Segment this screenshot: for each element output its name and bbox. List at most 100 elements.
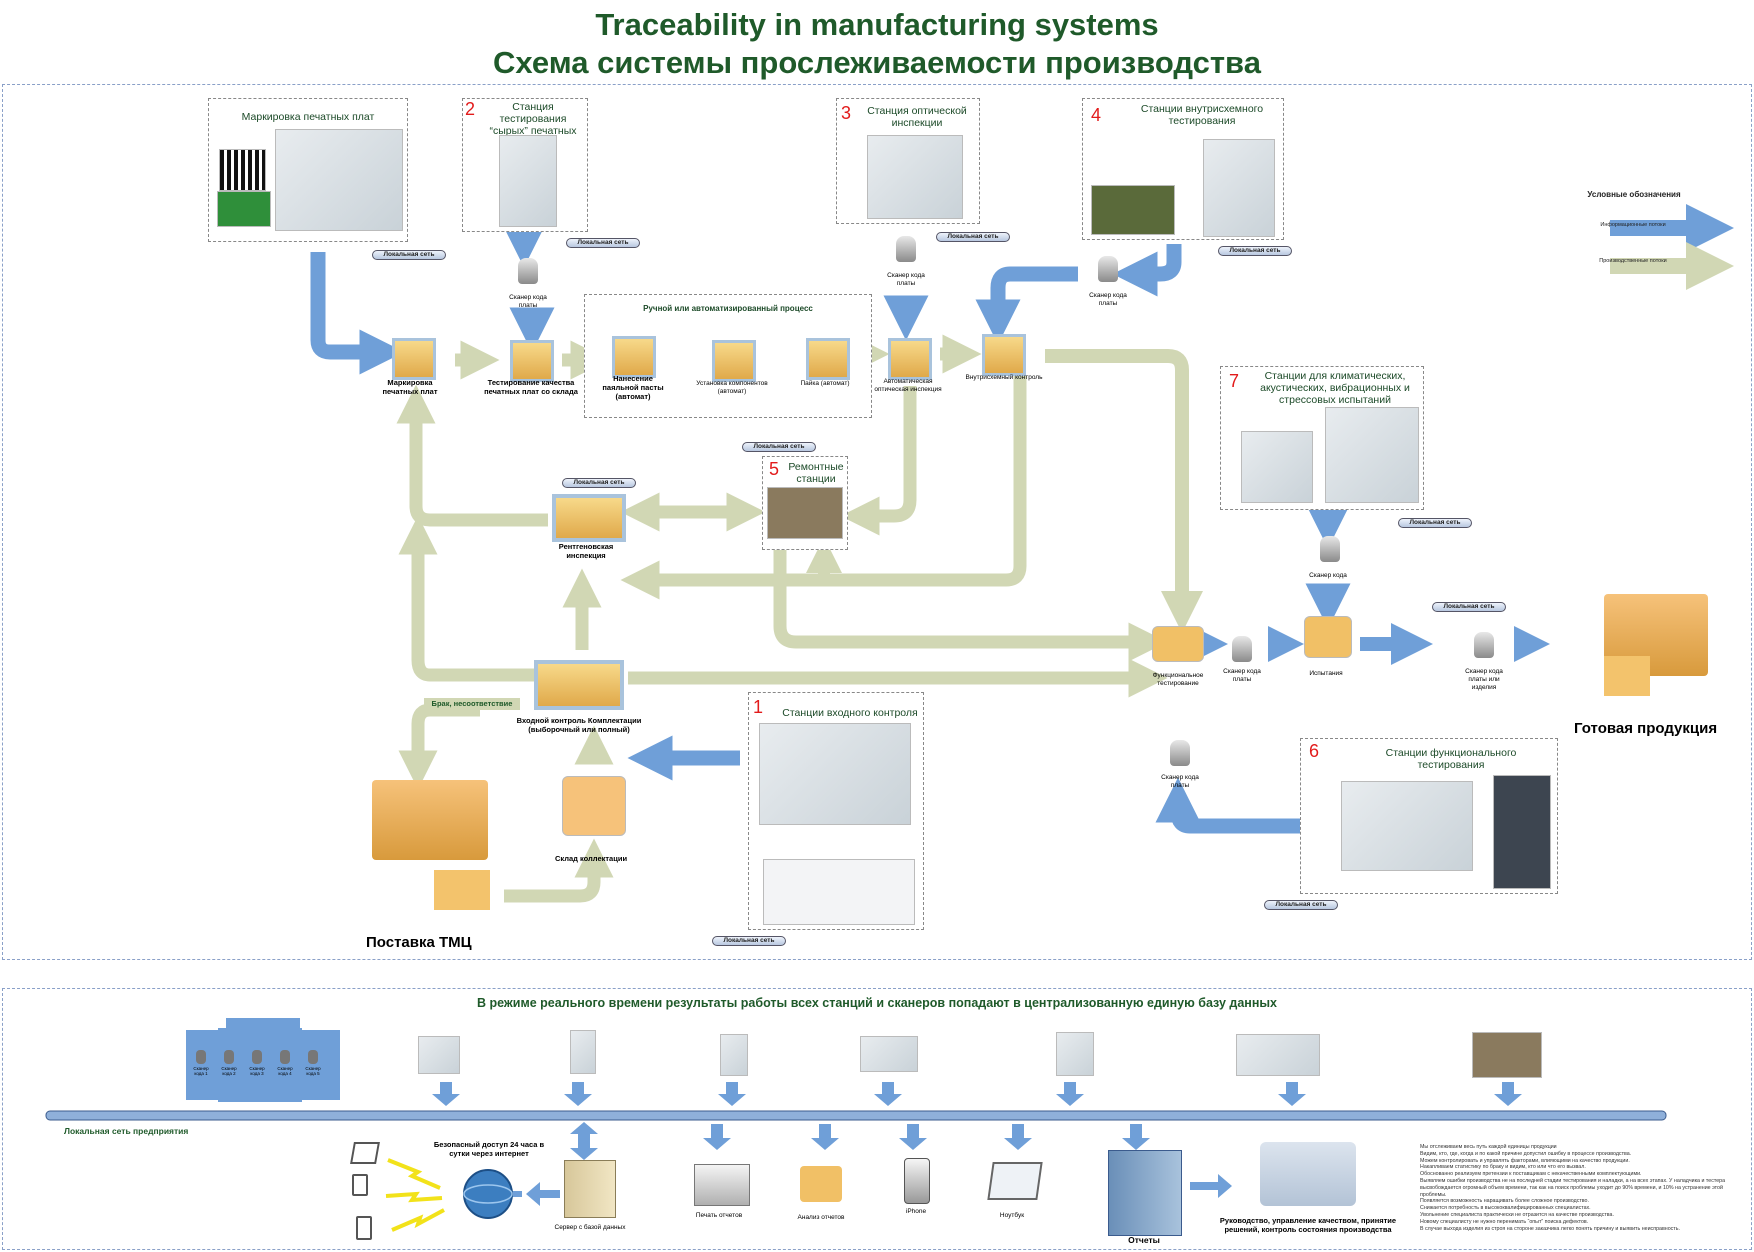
node-aoi-label: Автоматическая оптическая инспекция bbox=[874, 378, 942, 393]
node-xray-icon bbox=[552, 494, 626, 542]
node-solder-label: Пайка (автомат) bbox=[800, 380, 850, 387]
defect-label: Брак, несоответствие bbox=[424, 698, 520, 710]
station-5-box: 5 Ремонтные станции bbox=[762, 456, 848, 550]
supply-boxes-icon bbox=[434, 870, 490, 910]
station-4-box: 4 Станции внутрисхемного тестирования bbox=[1082, 98, 1284, 240]
management-label: Руководство, управление качеством, приня… bbox=[1219, 1216, 1397, 1234]
scanner-label-3: Сканер кода платы bbox=[1089, 292, 1127, 307]
arrow-scanner-ict bbox=[975, 266, 1078, 345]
analysis-label: Анализ отчетов bbox=[797, 1214, 845, 1221]
note-8: Увольнение специалиста практически не от… bbox=[1420, 1211, 1614, 1218]
title-line-2: Схема системы прослеживаемости производс… bbox=[493, 45, 1261, 80]
scanner-label-5: Сканер кода платы bbox=[1223, 668, 1261, 683]
station-2-box: 2 Станция тестирования “сырых” печатных … bbox=[462, 98, 588, 232]
local-network-8: Локальная сеть bbox=[1432, 602, 1506, 612]
scanner-label-1: Сканер кода платы bbox=[509, 294, 547, 309]
main-panel bbox=[2, 84, 1752, 960]
reports-label: Отчеты bbox=[1128, 1235, 1160, 1245]
note-5: Выявляем ошибки производства не на после… bbox=[1420, 1177, 1726, 1198]
secure-access-label: Безопасный доступ 24 часа в сутки через … bbox=[433, 1140, 545, 1158]
finished-label: Готовая продукция bbox=[1574, 720, 1718, 737]
thumb-bare-tester-icon bbox=[570, 1030, 596, 1074]
node-place-icon bbox=[712, 340, 756, 382]
station-marking-box: Маркировка печатных плат bbox=[208, 98, 408, 242]
node-marking-icon bbox=[392, 338, 436, 380]
func-test-worker-icon bbox=[1152, 626, 1204, 662]
note-9: Новому специалисту не нужно перенимать “… bbox=[1420, 1218, 1589, 1225]
node-marking-label: Маркировка печатных плат bbox=[382, 378, 438, 396]
forklift-icon bbox=[562, 776, 626, 836]
station-5-title: Ремонтные станции bbox=[788, 461, 844, 485]
node-bare-test-label: Тестирование качества печатных плат со с… bbox=[484, 378, 578, 396]
scanner-icon bbox=[1320, 536, 1340, 562]
scanner-icon bbox=[280, 1050, 290, 1064]
scanner-icon bbox=[1170, 740, 1190, 766]
scanner-label-2: Сканер кода платы bbox=[887, 272, 925, 287]
legend-prod: Производственные потоки bbox=[1599, 258, 1667, 264]
node-func-test-label: Функциональное тестирование bbox=[1152, 672, 1204, 687]
analysis-worker-icon bbox=[800, 1166, 842, 1202]
laptop-small-icon bbox=[350, 1142, 380, 1164]
scanner-icon bbox=[1474, 632, 1494, 658]
local-network-5: Локальная сеть bbox=[742, 442, 816, 452]
test-rack-icon bbox=[1325, 407, 1419, 503]
repair-photo-icon bbox=[767, 487, 843, 539]
legend-info: Информационные потоки bbox=[1600, 222, 1666, 228]
printer-icon bbox=[694, 1164, 750, 1206]
incoming-station-photo-icon bbox=[759, 723, 911, 825]
legend-title: Условные обозначения bbox=[1587, 190, 1681, 199]
pcb-icon bbox=[217, 191, 271, 227]
benefits-notes: Мы отслеживаем весь путь каждой единицы … bbox=[1420, 1144, 1746, 1232]
thumb-repair-icon bbox=[1472, 1032, 1542, 1078]
thumb-func-tester-icon bbox=[860, 1036, 918, 1072]
components-photo-icon bbox=[763, 859, 915, 925]
local-network-4: Локальная сеть bbox=[1218, 246, 1292, 256]
supply-label: Поставка ТМЦ bbox=[366, 934, 472, 951]
server-icon bbox=[564, 1160, 616, 1218]
node-aoi-icon bbox=[888, 338, 932, 380]
laptop-icon bbox=[987, 1162, 1043, 1200]
scanner-icon bbox=[896, 236, 916, 262]
thumb-incoming-icon bbox=[418, 1036, 460, 1074]
server-label: Сервер с базой данных bbox=[554, 1224, 626, 1231]
station-3-title: Станция оптической инспекции bbox=[867, 105, 967, 129]
local-network-2: Локальная сеть bbox=[566, 238, 640, 248]
node-solder-icon bbox=[806, 338, 850, 380]
phone-icon bbox=[352, 1174, 368, 1196]
title-line-1: Traceability in manufacturing systems bbox=[595, 7, 1159, 42]
note-6: Появляется возможность наращивать более … bbox=[1420, 1198, 1589, 1205]
station-1-title: Станции входного контроля bbox=[782, 707, 918, 719]
trials-worker-icon bbox=[1304, 616, 1352, 658]
note-1: Видим, кто, где, когда и по какой причин… bbox=[1420, 1150, 1632, 1157]
functional-tester-icon bbox=[1341, 781, 1473, 871]
scanner-label-6: Сканер кода платы или изделия bbox=[1465, 668, 1503, 691]
supply-truck-icon bbox=[372, 780, 488, 860]
local-network-9: Локальная сеть bbox=[712, 936, 786, 946]
note-2: Можем контролировать и управлять фактора… bbox=[1420, 1157, 1630, 1164]
station-4-title: Станции внутрисхемного тестирования bbox=[1140, 103, 1264, 127]
station-6-box: 6 Станции функционального тестирования bbox=[1300, 738, 1558, 894]
database-panel bbox=[2, 988, 1752, 1250]
scanner-icon bbox=[1098, 256, 1118, 282]
climate-chamber-icon bbox=[1241, 431, 1313, 503]
thumb-climate-icon bbox=[1236, 1034, 1320, 1076]
note-0: Мы отслеживаем весь путь каждой единицы … bbox=[1420, 1144, 1557, 1150]
local-network-3: Локальная сеть bbox=[936, 232, 1010, 242]
station-marking-title: Маркировка печатных плат bbox=[241, 111, 375, 123]
scanner-label-4: Сканер кода bbox=[1309, 572, 1347, 579]
scanner-icon bbox=[1232, 636, 1252, 662]
bottom-scanners: Сканер кода 1 Сканер кода 2 Сканер кода … bbox=[193, 1050, 321, 1082]
node-incoming-label: Входной контроль Комплектации (выборочны… bbox=[516, 716, 642, 734]
finished-boxes-icon bbox=[1604, 656, 1650, 696]
node-warehouse-label: Склад коллектации bbox=[554, 854, 628, 863]
aoi-machine-icon bbox=[867, 135, 963, 219]
node-trials-label: Испытания bbox=[1309, 670, 1343, 677]
note-3: Накапливаем статистику по браку и видим,… bbox=[1420, 1164, 1586, 1171]
note-7: Снижается потребность в высококвалифицир… bbox=[1420, 1205, 1591, 1212]
pcb-photo-icon bbox=[1091, 185, 1175, 235]
thumb-ict-icon bbox=[1056, 1032, 1094, 1076]
laptop-label: Ноутбук bbox=[999, 1212, 1025, 1219]
print-label: Печать отчетов bbox=[695, 1212, 743, 1219]
note-10: В случае выхода изделия из строя на стор… bbox=[1420, 1225, 1680, 1232]
